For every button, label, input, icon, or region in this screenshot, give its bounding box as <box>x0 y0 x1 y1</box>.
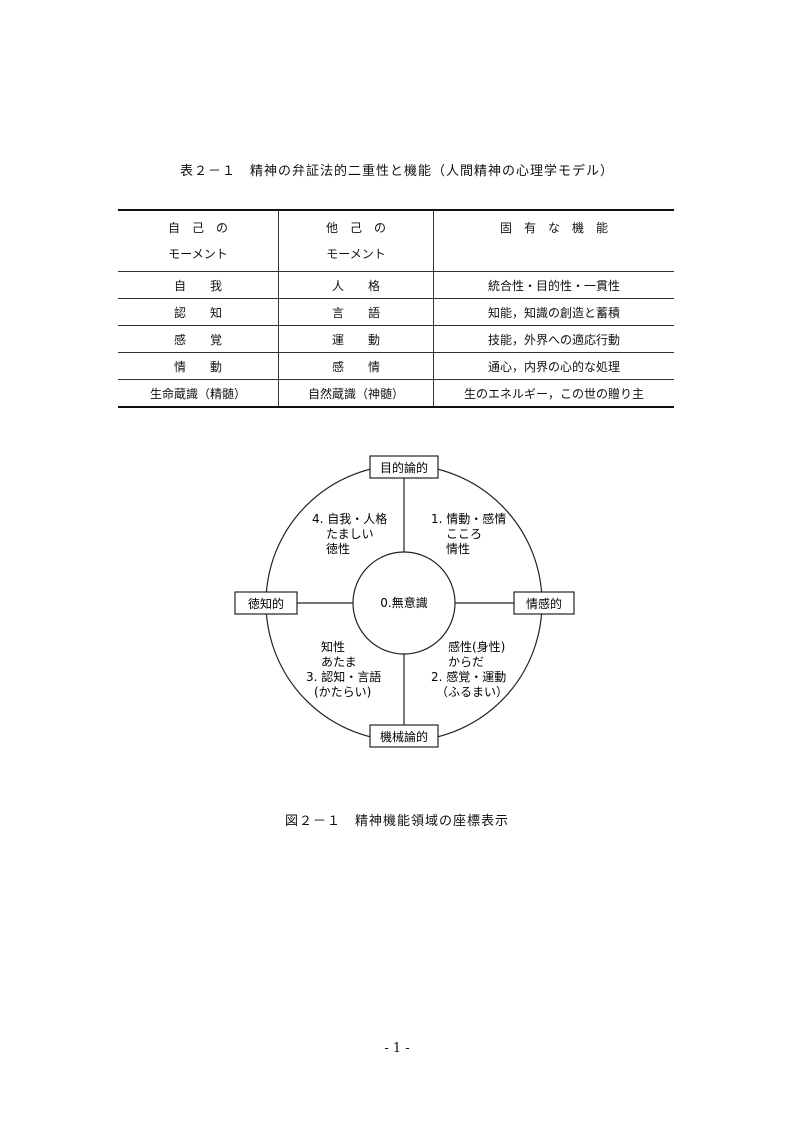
table-row: 情 動 感 情 通心，内界の心的な処理 <box>118 352 674 380</box>
quadrant-upper-right-line2: こころ <box>446 527 482 541</box>
table-cell: 生のエネルギー，この世の贈り主 <box>433 379 674 408</box>
quadrant-lower-right-line3: 2. 感覚・運動 <box>431 669 506 684</box>
header-function-line1: 固 有 な 機 能 <box>499 221 608 235</box>
table-header-row: 自 己 の モーメント 他 己 の モーメント 固 有 な 機 能 <box>118 210 674 272</box>
quadrant-lower-left-line3: 3. 認知・言語 <box>306 669 381 684</box>
table-cell: 統合性・目的性・一貫性 <box>433 271 674 299</box>
axis-label-right: 情感的 <box>526 596 562 611</box>
quadrant-lower-left-line4: (かたらい) <box>314 685 371 699</box>
table-row: 認 知 言 語 知能，知識の創造と蓄積 <box>118 298 674 326</box>
table-cell: 生命蔵識（精髄） <box>118 379 279 408</box>
header-self-moment: 自 己 の モーメント <box>118 210 279 272</box>
header-other-moment: 他 己 の モーメント <box>278 210 434 272</box>
header-self-line2: モーメント <box>168 247 228 261</box>
table-caption: 表２－１ 精神の弁証法的二重性と機能（人間精神の心理学モデル） <box>179 164 614 179</box>
quadrant-lower-right-line2: からだ <box>448 655 484 669</box>
table-cell: 通心，内界の心的な処理 <box>433 352 674 380</box>
center-label: 0.無意識 <box>380 595 427 610</box>
table-cell: 自然蔵識（神髄） <box>278 379 434 408</box>
axis-box-right <box>513 591 575 615</box>
quadrant-upper-right-line1: 1. 情動・感情 <box>431 511 506 526</box>
quadrant-lower-left-line1: 知性 <box>321 640 345 654</box>
axis-box-left <box>234 591 298 615</box>
axis-box-top <box>369 455 439 479</box>
table-cell: 運 動 <box>278 325 434 353</box>
table-cell: 人 格 <box>278 271 434 299</box>
header-function: 固 有 な 機 能 <box>433 210 674 272</box>
table-cell: 情 動 <box>118 352 279 380</box>
table-row: 感 覚 運 動 技能，外界への適応行動 <box>118 325 674 353</box>
axis-label-left: 徳知的 <box>248 596 284 611</box>
table-cell: 自 我 <box>118 271 279 299</box>
table-row: 生命蔵識（精髄） 自然蔵識（神髄） 生のエネルギー，この世の贈り主 <box>118 379 674 408</box>
table-cell: 技能，外界への適応行動 <box>433 325 674 353</box>
axis-label-top: 目的論的 <box>380 460 428 475</box>
quadrant-lower-left-line2: あたま <box>321 655 357 669</box>
quadrant-lower-right-line1: 感性(身性) <box>448 639 505 654</box>
axis-box-bottom <box>369 724 439 748</box>
header-self-line1: 自 己 の <box>167 221 228 235</box>
function-domain-diagram: 目的論的 機械論的 徳知的 情感的 0.無意識 4. 自我・人格 たましい 徳性… <box>234 455 575 748</box>
axis-label-bottom: 機械論的 <box>380 729 428 744</box>
quadrant-upper-left-line3: 徳性 <box>326 541 350 556</box>
header-other-line1: 他 己 の <box>325 221 386 235</box>
figure-caption: 図２－１ 精神機能領域の座標表示 <box>284 814 509 829</box>
moments-table: 自 己 の モーメント 他 己 の モーメント 固 有 な 機 能 自 我 人 … <box>118 209 674 408</box>
table-cell: 感 覚 <box>118 325 279 353</box>
table-cell: 知能，知識の創造と蓄積 <box>433 298 674 326</box>
table-cell: 認 知 <box>118 298 279 326</box>
quadrant-lower-right-line4: （ふるまい） <box>436 685 508 699</box>
table-cell: 感 情 <box>278 352 434 380</box>
quadrant-upper-left-line2: たましい <box>326 527 374 541</box>
header-other-line2: モーメント <box>326 247 386 261</box>
quadrant-upper-right-line3: 情性 <box>446 542 470 556</box>
table-cell: 言 語 <box>278 298 434 326</box>
table-row: 自 我 人 格 統合性・目的性・一貫性 <box>118 271 674 299</box>
page-number: - 1 - <box>384 1041 410 1056</box>
quadrant-upper-left-line1: 4. 自我・人格 <box>312 511 387 526</box>
